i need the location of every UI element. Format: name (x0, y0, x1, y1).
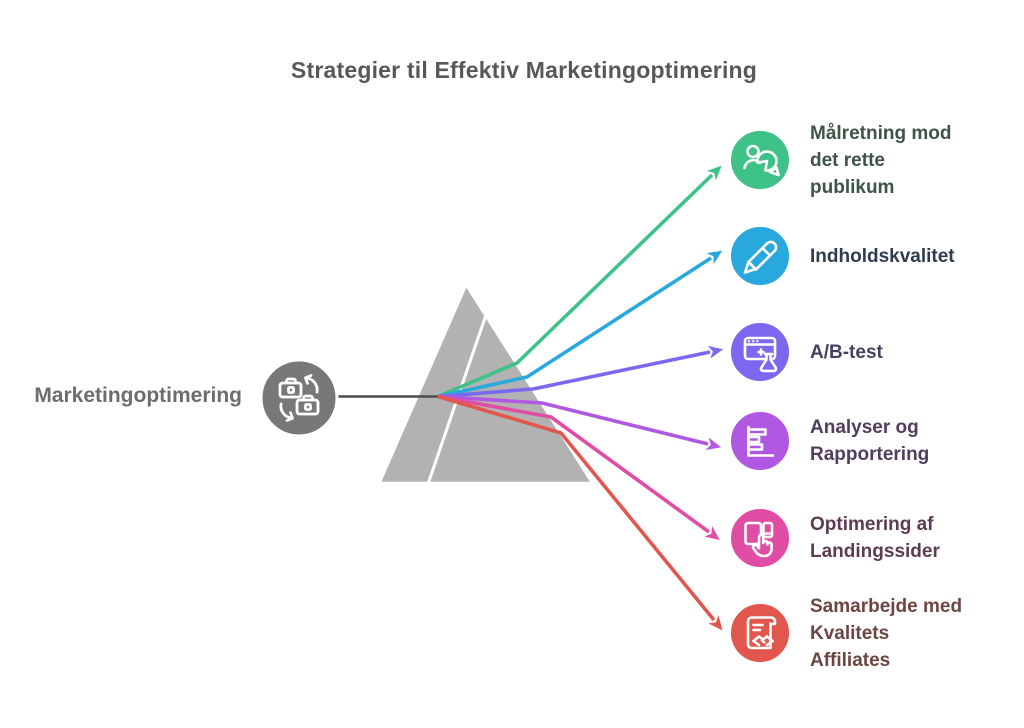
strategy-label: Indholdskvalitet (810, 245, 955, 267)
bar-chart-icon (747, 425, 775, 457)
affiliate-contract-icon (746, 616, 777, 650)
strategy-item-landing-pages: Optimering af Landingssider (726, 504, 1024, 572)
strategy-label: Optimering af Landingssider (810, 514, 940, 562)
strategy-label: Analyser og Rapportering (810, 417, 930, 465)
ab-test-icon (743, 336, 778, 373)
landing-page-devices-icon (744, 521, 774, 558)
source-badge (257, 356, 341, 440)
strategy-item-content-quality: Indholdskvalitet (726, 222, 1024, 290)
strategy-label: A/B-test (810, 341, 883, 363)
diagram-title: Strategier til Effektiv Marketingoptimer… (290, 57, 758, 83)
arrow-audience (437, 165, 722, 399)
arrow-content-quality (437, 250, 723, 399)
audience-pie-icon (743, 144, 780, 177)
affiliates-badge (728, 601, 792, 665)
arrow-analytics (437, 394, 722, 451)
strategy-label: Samarbejde med Kvalitets Affiliates (810, 595, 963, 671)
arrow-affiliates (437, 394, 723, 631)
pen-icon (743, 240, 778, 274)
arrow-landing-pages (437, 394, 720, 540)
source-label: Marketingoptimering (34, 384, 242, 407)
strategy-label: Målretning mod det rette publikum (810, 122, 952, 198)
content-badge (728, 224, 792, 288)
strategy-item-affiliates: Samarbejde med Kvalitets Affiliates (726, 596, 1024, 671)
strategy-item-audience: Målretning mod det rette publikum (726, 123, 1024, 198)
analytics-badge (728, 409, 792, 473)
ab-test-badge (728, 320, 792, 384)
strategy-item-ab-test: A/B-test (726, 318, 1024, 386)
strategy-item-analytics: Analyser og Rapportering (726, 407, 1024, 475)
briefcase-sync-icon (278, 374, 320, 422)
prism-triangle (375, 280, 597, 487)
audience-badge (728, 128, 792, 192)
arrow-ab-test (437, 345, 724, 399)
landing-badge (728, 506, 792, 570)
